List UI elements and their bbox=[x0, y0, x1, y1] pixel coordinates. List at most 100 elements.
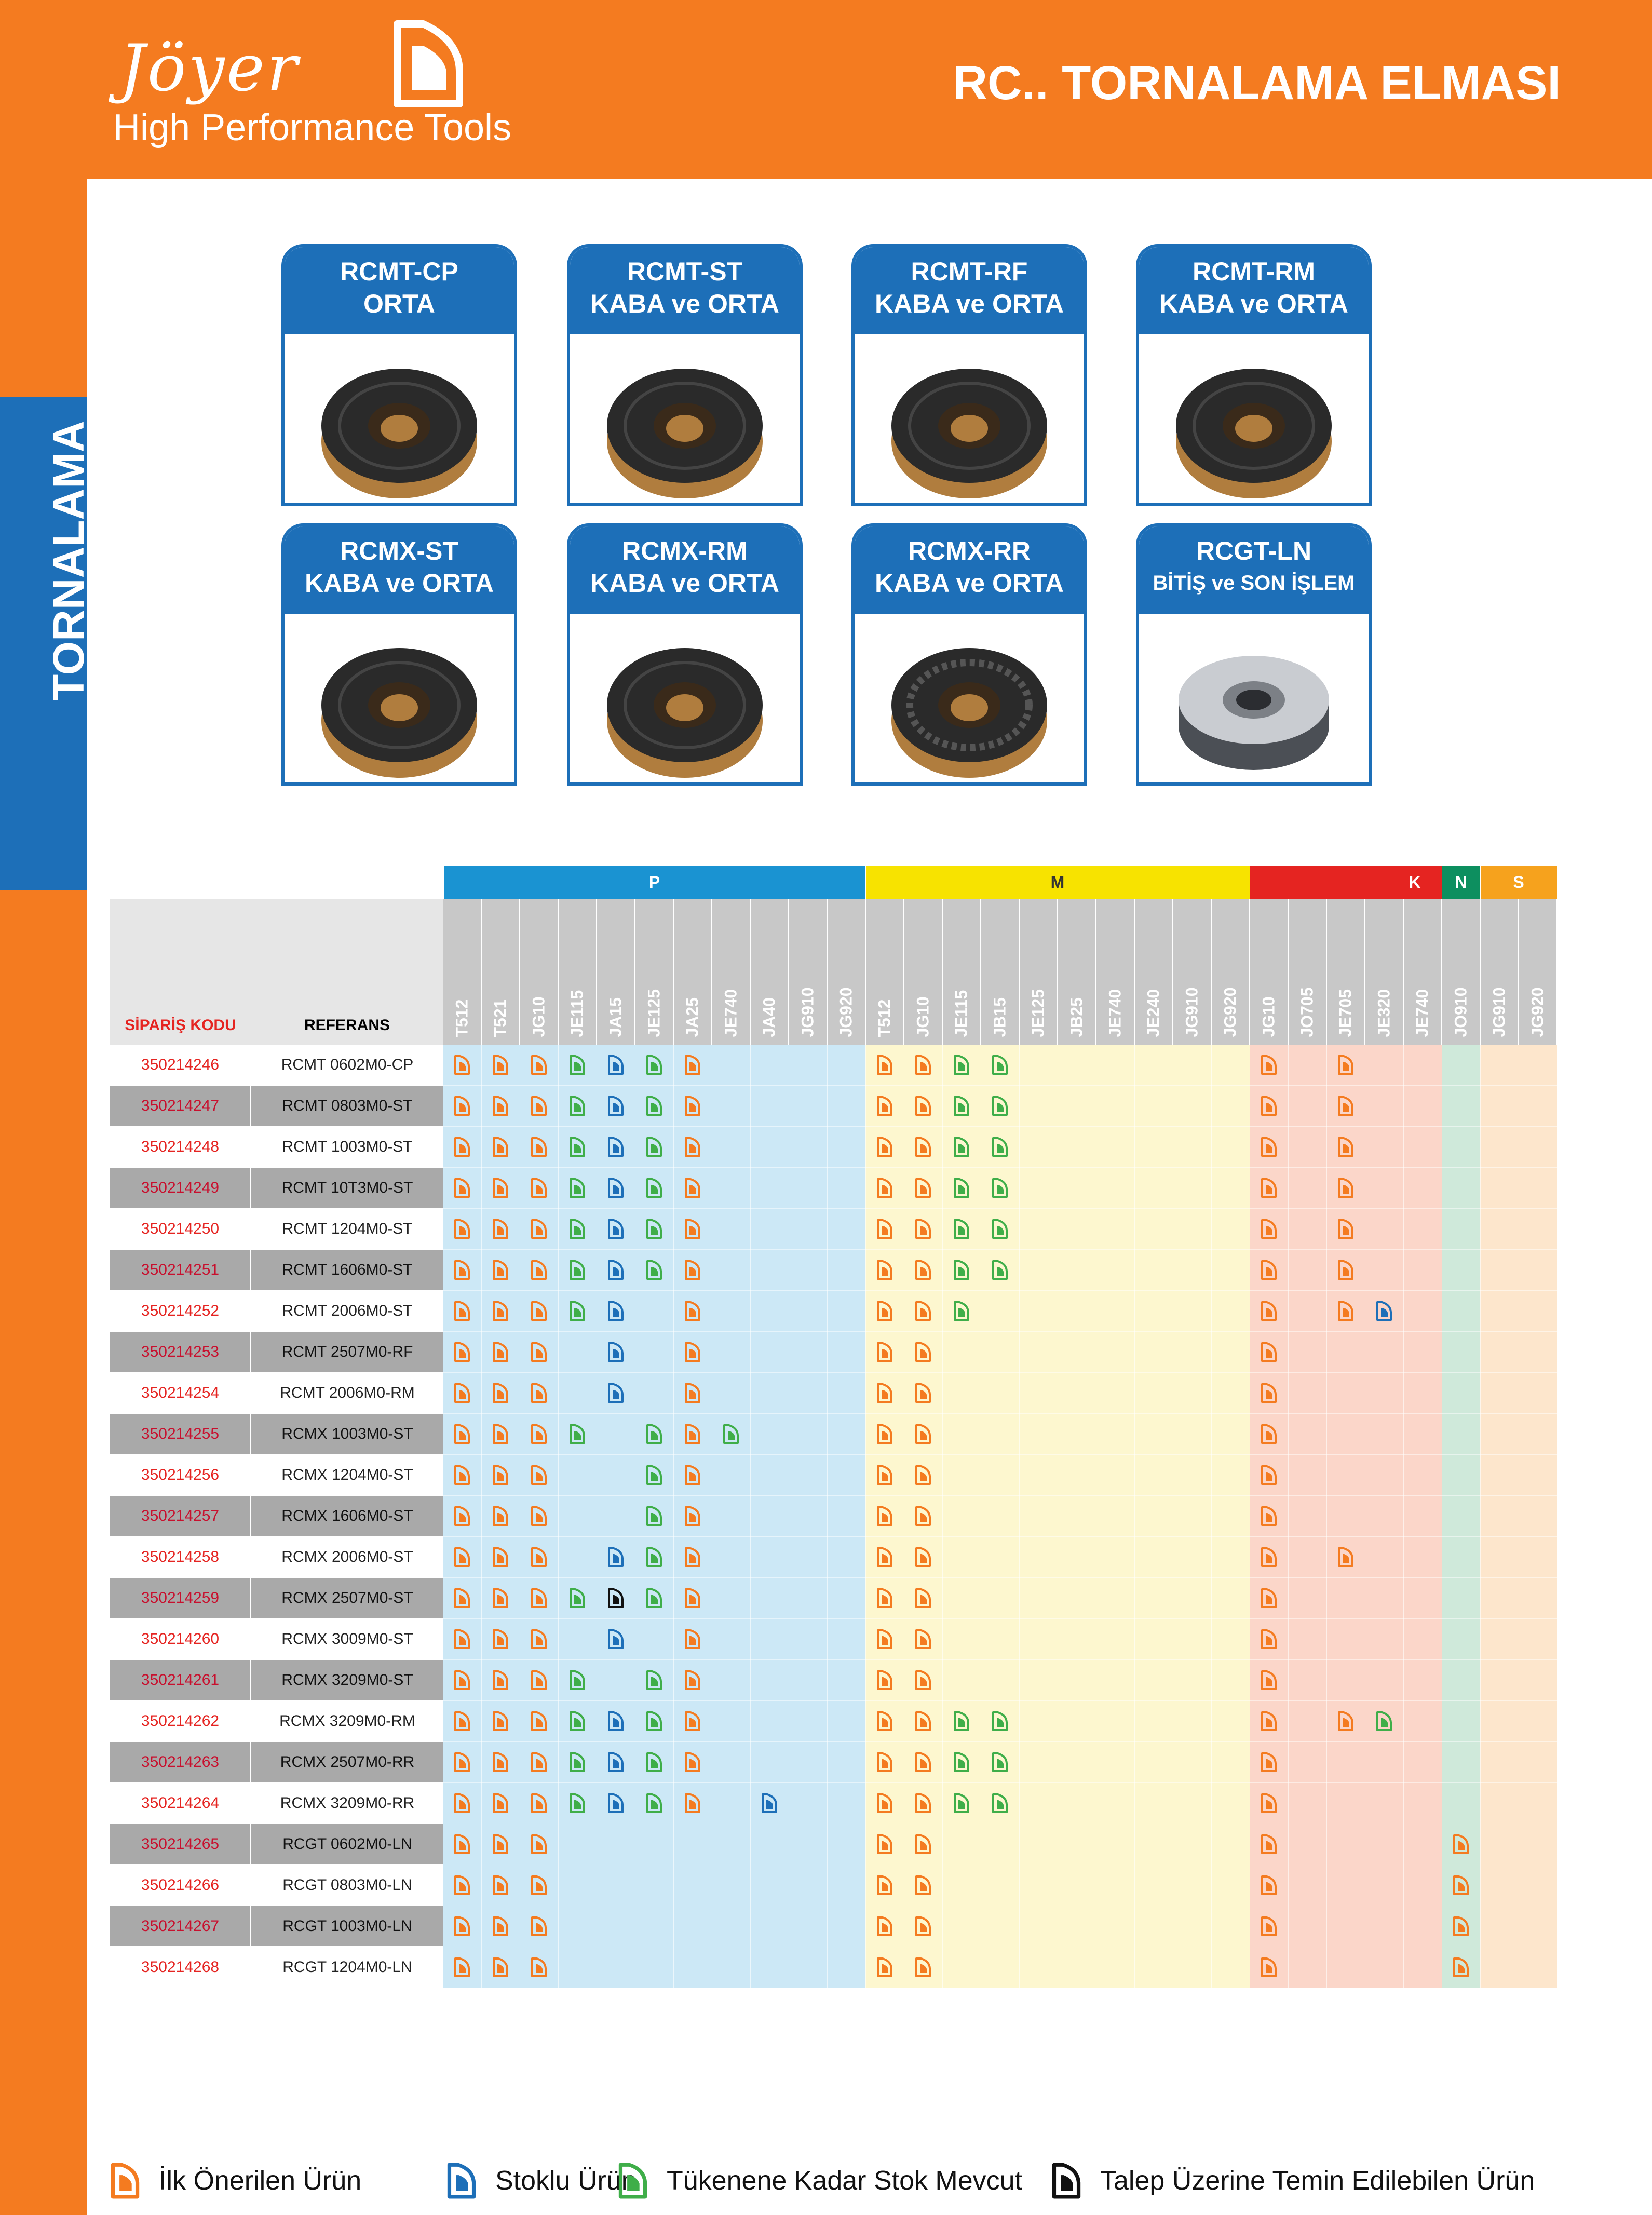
order-code: 350214253 bbox=[110, 1331, 251, 1373]
grade-cell bbox=[1365, 1413, 1404, 1455]
grade-cell bbox=[558, 1331, 597, 1373]
limited-stock-icon bbox=[569, 1260, 586, 1280]
grade-cell bbox=[865, 1865, 904, 1906]
grade-cell bbox=[750, 1167, 789, 1209]
in-stock-icon bbox=[607, 1629, 624, 1650]
grade-header: JE740 bbox=[712, 899, 751, 1045]
grade-cell bbox=[1288, 1495, 1327, 1537]
recommended-icon bbox=[876, 1793, 893, 1814]
limited-stock-icon bbox=[953, 1793, 970, 1814]
grade-cell bbox=[827, 1741, 866, 1783]
recommended-icon bbox=[915, 1424, 931, 1444]
grade-cell bbox=[520, 1700, 559, 1742]
grade-cell bbox=[1096, 1700, 1135, 1742]
grade-cell bbox=[789, 1536, 828, 1578]
grade-cell bbox=[1365, 1454, 1404, 1496]
recommended-icon bbox=[684, 1055, 701, 1075]
grade-cell bbox=[635, 1577, 674, 1619]
order-code: 350214265 bbox=[110, 1824, 251, 1865]
grade-cell bbox=[750, 1045, 789, 1086]
limited-stock-icon bbox=[646, 1752, 662, 1773]
grade-cell bbox=[481, 1372, 520, 1414]
grade-cell bbox=[1173, 1045, 1212, 1086]
grade-cell bbox=[443, 1249, 482, 1291]
grade-cell bbox=[1250, 1782, 1289, 1824]
grade-cell bbox=[635, 1700, 674, 1742]
grade-cell bbox=[789, 1495, 828, 1537]
grade-cell bbox=[1173, 1947, 1212, 1988]
recommended-icon bbox=[915, 1301, 931, 1321]
recommended-icon bbox=[531, 1465, 547, 1485]
recommended-icon bbox=[454, 1670, 470, 1691]
grade-cell bbox=[673, 1290, 712, 1332]
grade-cell bbox=[635, 1249, 674, 1291]
grade-cell bbox=[1442, 1618, 1481, 1660]
grade-cell bbox=[673, 1700, 712, 1742]
grade-cell bbox=[904, 1331, 943, 1373]
grade-cell bbox=[1134, 1741, 1173, 1783]
grade-cell bbox=[1403, 1454, 1442, 1496]
product-name: RCMX-ST bbox=[340, 536, 458, 565]
recommended-icon bbox=[876, 1957, 893, 1978]
limited-stock-icon bbox=[646, 1096, 662, 1116]
in-stock-icon bbox=[607, 1219, 624, 1239]
order-code: 350214246 bbox=[110, 1045, 251, 1086]
grade-cell bbox=[1250, 1741, 1289, 1783]
grade-cell bbox=[1019, 1618, 1058, 1660]
grade-cell bbox=[1480, 1947, 1519, 1988]
grade-cell bbox=[1134, 1536, 1173, 1578]
recommended-icon bbox=[454, 1424, 470, 1444]
reference: RCMT 2006M0-ST bbox=[250, 1290, 443, 1332]
grade-cell bbox=[1365, 1659, 1404, 1701]
grade-cell bbox=[1134, 1577, 1173, 1619]
grade-cell bbox=[1211, 1126, 1250, 1168]
grade-cell bbox=[1096, 1741, 1135, 1783]
grade-cell bbox=[1403, 1249, 1442, 1291]
recommended-icon bbox=[492, 1383, 509, 1403]
order-code: 350214254 bbox=[110, 1372, 251, 1414]
grade-cell bbox=[1288, 1167, 1327, 1209]
recommended-icon bbox=[684, 1096, 701, 1116]
grade-cell bbox=[789, 1249, 828, 1291]
recommended-icon bbox=[1337, 1260, 1354, 1280]
grade-cell bbox=[942, 1947, 981, 1988]
recommended-icon bbox=[684, 1301, 701, 1321]
grade-cell bbox=[558, 1413, 597, 1455]
recommended-icon bbox=[876, 1629, 893, 1650]
legend-label: Stoklu Ürün bbox=[495, 2166, 637, 2196]
product-type: KABA ve ORTA bbox=[875, 569, 1064, 598]
grade-cell bbox=[1096, 1659, 1135, 1701]
grade-cell bbox=[558, 1085, 597, 1127]
order-code: 350214256 bbox=[110, 1454, 251, 1496]
recommended-icon bbox=[454, 1301, 470, 1321]
recommended-icon bbox=[492, 1178, 509, 1198]
limited-stock-icon bbox=[646, 1588, 662, 1609]
reference: RCGT 1204M0-LN bbox=[250, 1947, 443, 1988]
grade-cell bbox=[1096, 1906, 1135, 1947]
grade-cell bbox=[1480, 1454, 1519, 1496]
grade-cell bbox=[1134, 1290, 1173, 1332]
grade-cell bbox=[1058, 1536, 1096, 1578]
grade-cell bbox=[1019, 1865, 1058, 1906]
limited-stock-icon bbox=[992, 1178, 1008, 1198]
recommended-icon bbox=[1337, 1711, 1354, 1732]
grade-cell bbox=[1134, 1208, 1173, 1250]
product-name: RCMX-RR bbox=[908, 536, 1031, 565]
grade-cell bbox=[443, 1167, 482, 1209]
grade-cell bbox=[1173, 1167, 1212, 1209]
grade-cell bbox=[520, 1659, 559, 1701]
grade-cell bbox=[481, 1741, 520, 1783]
grade-cell bbox=[1173, 1577, 1212, 1619]
grade-cell bbox=[635, 1372, 674, 1414]
recommended-icon bbox=[915, 1096, 931, 1116]
grade-cell bbox=[1058, 1085, 1096, 1127]
grade-cell bbox=[827, 1331, 866, 1373]
grade-cell bbox=[981, 1413, 1020, 1455]
grade-cell bbox=[1403, 1085, 1442, 1127]
recommended-icon bbox=[492, 1793, 509, 1814]
grade-cell bbox=[597, 1618, 635, 1660]
grade-cell bbox=[1134, 1126, 1173, 1168]
